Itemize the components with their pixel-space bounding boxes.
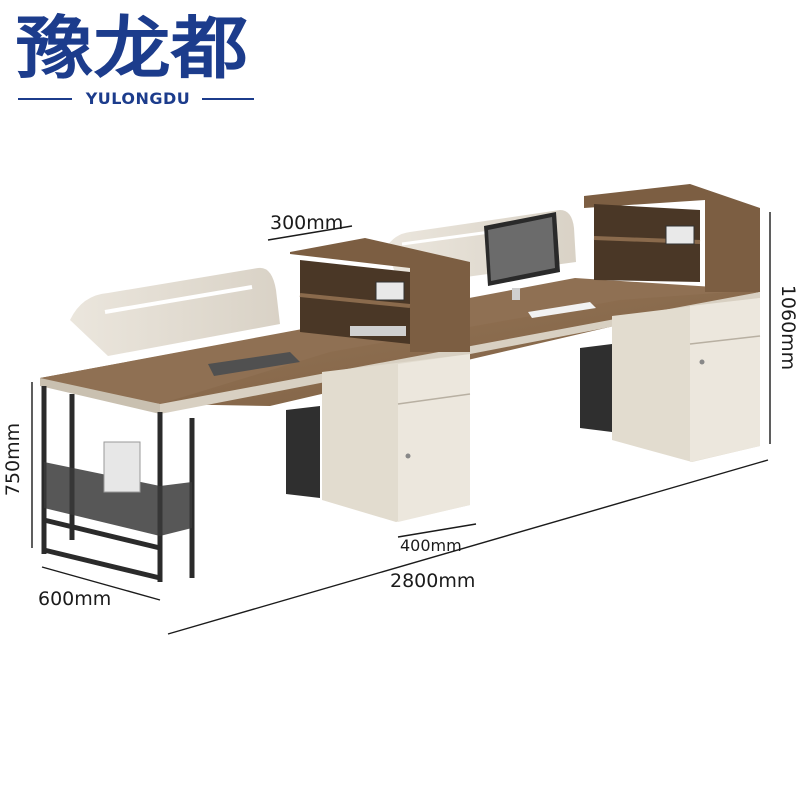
brand-subtitle-row: YULONGDU [18, 88, 254, 110]
magazine-rack [44, 462, 192, 536]
pedestal-right-front [690, 298, 760, 462]
pedestal-left-front [398, 354, 470, 522]
hutch-right-inner [594, 204, 700, 282]
magazine [103, 441, 141, 493]
hutch-left [290, 238, 470, 352]
dim-label-total-length: 2800mm [390, 570, 476, 592]
dim-label-total-height: 1060mm [777, 284, 800, 371]
monitor-screen [488, 217, 555, 281]
brand-logo: 豫龙都 [16, 9, 248, 89]
dimension-lines [31, 212, 771, 635]
brand-name-en: YULONGDU [85, 89, 191, 108]
clock-icon-right [665, 225, 695, 245]
hutch-right [584, 184, 760, 292]
brand-divider-left [18, 98, 72, 100]
dim-line-depth [41, 566, 161, 601]
brand-divider-right [202, 98, 254, 100]
keyboard [528, 302, 596, 318]
dim-line-length [167, 459, 769, 635]
drawer-line-left [397, 393, 471, 405]
dim-line-pedestal [397, 523, 477, 538]
monitor-stand [512, 288, 520, 300]
dim-label-desk-depth: 600mm [38, 588, 112, 610]
brand-name-cn: 豫龙都 [16, 9, 248, 89]
dim-label-desk-height: 750mm [2, 422, 25, 497]
drawer-line-right [689, 335, 761, 345]
dim-line-riser [267, 225, 353, 241]
clock-icon-left [375, 281, 405, 301]
panel-rail-right [401, 230, 491, 246]
hutch-left-shelf [299, 293, 411, 308]
drawer-knob-left [405, 453, 411, 459]
router-left [350, 326, 406, 336]
dim-label-pedestal-width: 400mm [400, 536, 462, 555]
desk-side-edge [40, 378, 160, 414]
laptop [208, 352, 300, 376]
drawer-knob-right [699, 359, 705, 365]
dim-label-riser-depth: 300mm [270, 212, 344, 234]
desk-front-edge [160, 292, 760, 414]
pc-tower-left [286, 406, 320, 498]
pc-tower-right [580, 344, 612, 432]
panel-rail-left [104, 285, 253, 314]
